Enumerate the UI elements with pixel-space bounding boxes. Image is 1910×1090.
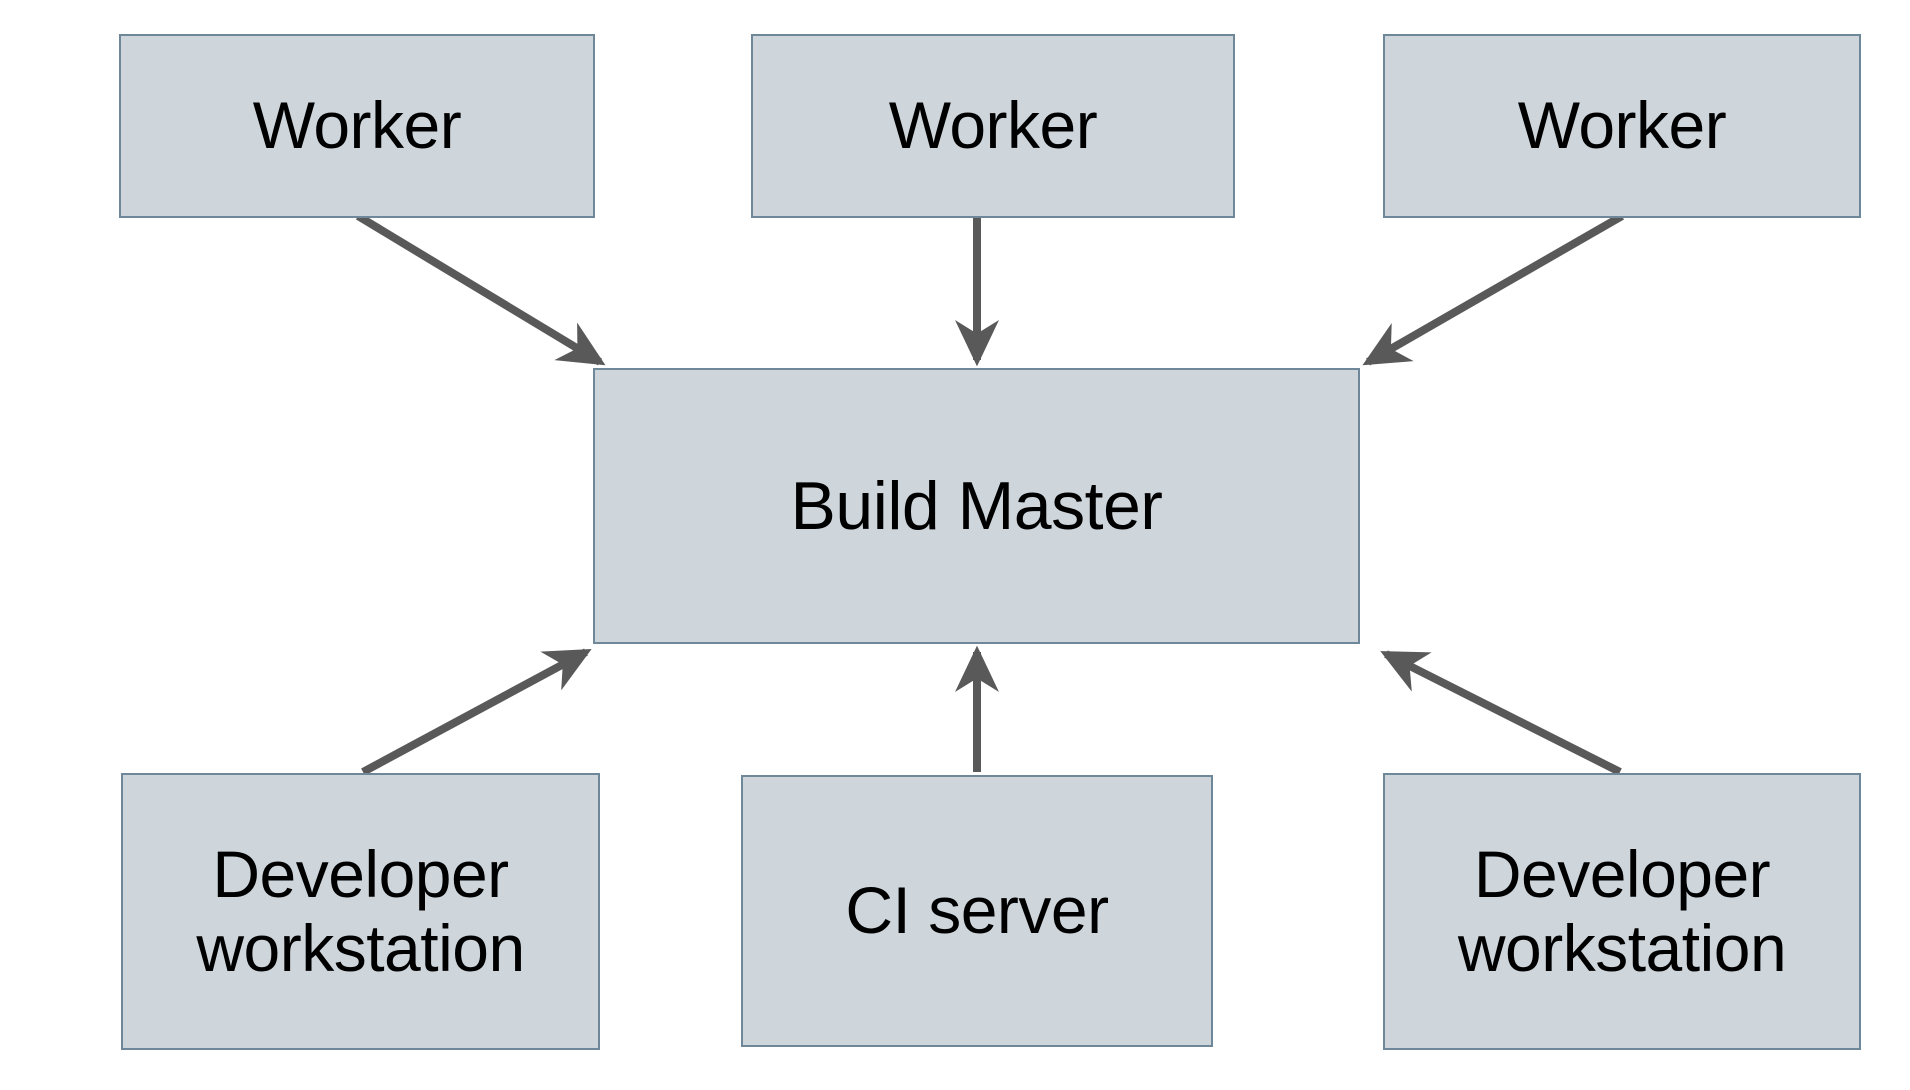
- node-worker-2[interactable]: Worker: [751, 34, 1235, 218]
- arrow-worker1-to-build-master: [355, 212, 606, 366]
- node-ci-server-label: CI server: [845, 873, 1109, 948]
- node-developer-workstation-left-label: Developer workstation: [196, 836, 525, 985]
- arrow-dev-left-to-build-master: [361, 648, 592, 776]
- arrow-dev-right-to-build-master: [1380, 650, 1622, 776]
- node-developer-workstation-right-label: Developer workstation: [1457, 836, 1787, 985]
- node-ci-server[interactable]: CI server: [741, 775, 1213, 1047]
- node-build-master-label: Build Master: [790, 467, 1163, 544]
- node-worker-2-label: Worker: [888, 88, 1098, 163]
- arrow-worker3-to-build-master: [1362, 212, 1624, 366]
- node-build-master[interactable]: Build Master: [593, 368, 1360, 644]
- node-worker-3-label: Worker: [1517, 88, 1727, 163]
- node-worker-1[interactable]: Worker: [119, 34, 595, 218]
- node-worker-1-label: Worker: [252, 88, 462, 163]
- node-worker-3[interactable]: Worker: [1383, 34, 1861, 218]
- node-developer-workstation-right[interactable]: Developer workstation: [1383, 773, 1861, 1050]
- node-developer-workstation-left[interactable]: Developer workstation: [121, 773, 600, 1050]
